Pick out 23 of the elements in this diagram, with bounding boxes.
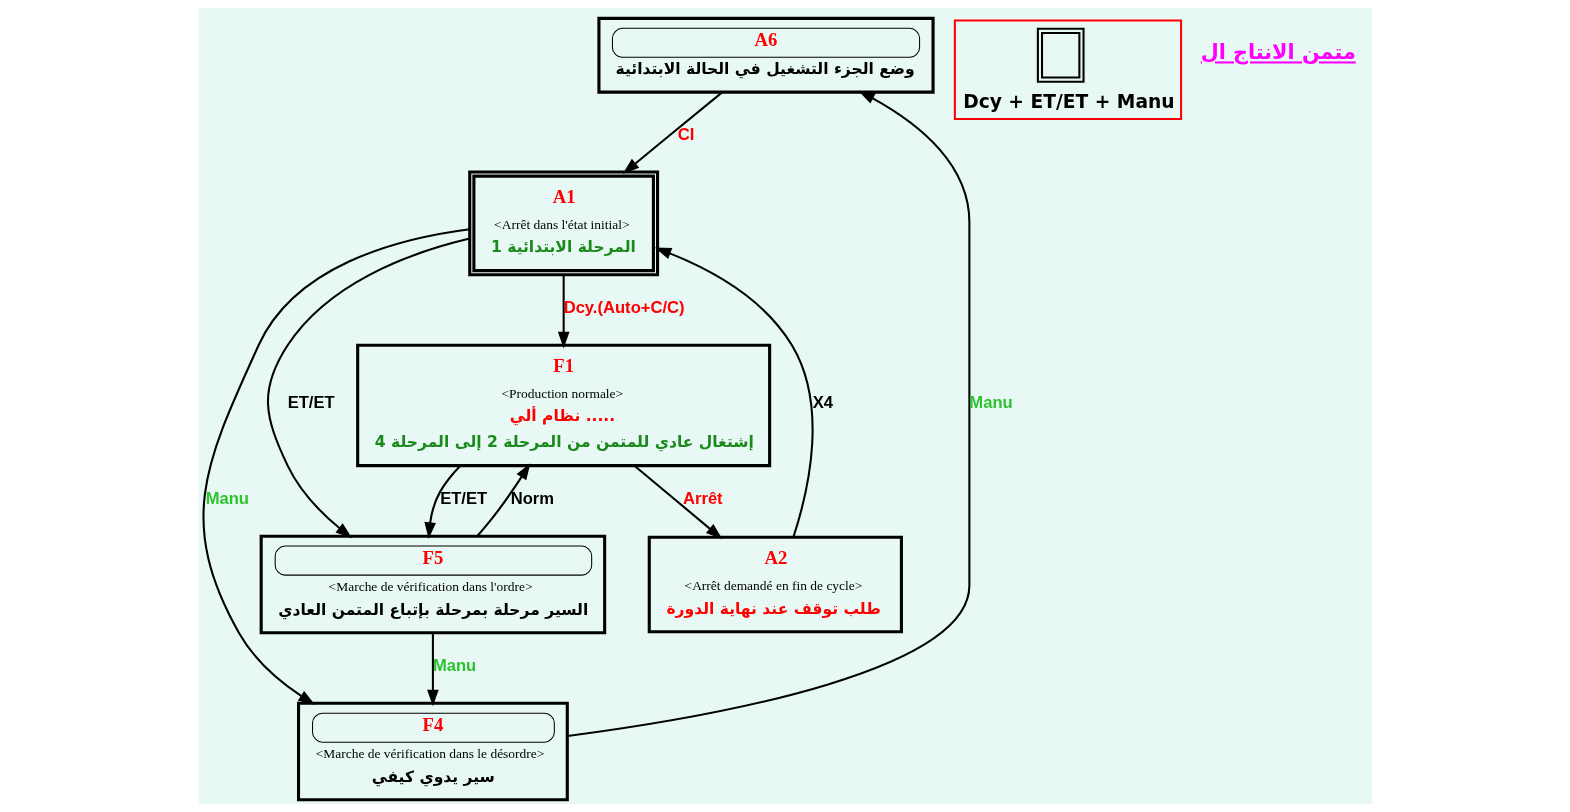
edge-label: Manu [968, 393, 1013, 413]
arrow [426, 632, 439, 707]
cluster: Dcy + ET/ET + Manu [953, 19, 1182, 121]
arrow [202, 228, 470, 705]
arrow [566, 90, 970, 738]
edge-label: ET/ET [439, 488, 487, 508]
arrow [654, 247, 814, 538]
arrow [423, 465, 461, 539]
arrow [622, 91, 723, 174]
edge-label: Arrêt [682, 488, 723, 508]
arrow [266, 237, 470, 539]
arrow [476, 463, 530, 537]
label: متمن الانتاج ال [1200, 40, 1356, 65]
arrow [557, 275, 569, 349]
edge-label: Norm [510, 488, 554, 508]
arrow [633, 464, 722, 540]
node-box [1036, 27, 1085, 83]
edge-label: X4 [812, 393, 833, 413]
edge-label: Manu [432, 655, 476, 675]
edge-label: ET/ET [287, 393, 335, 413]
edge-label: CI [677, 124, 694, 144]
edge-label: Dcy.(Auto+C/C) [563, 297, 685, 317]
edge-label: Manu [205, 488, 249, 508]
